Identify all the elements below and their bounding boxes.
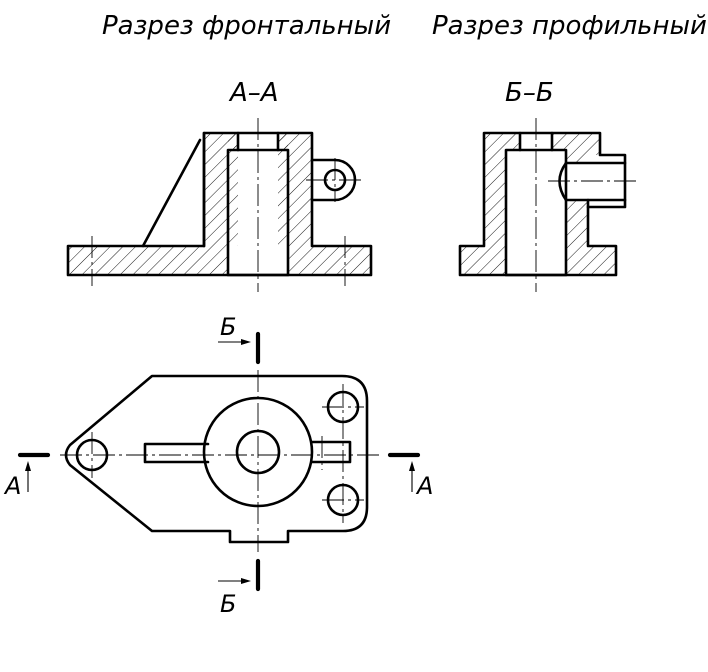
cutting-plane-b: Б Б <box>218 313 261 618</box>
cut-label-b-top: Б <box>220 313 236 341</box>
profile-outline <box>458 131 627 277</box>
profile-side-hole <box>564 161 627 202</box>
plan-outline <box>64 374 369 544</box>
profile-section-hatching <box>460 133 616 275</box>
profile-section-view <box>458 118 640 292</box>
frontal-rib <box>141 138 202 248</box>
cut-label-b-bottom: Б <box>220 590 236 618</box>
frontal-section-view <box>66 118 373 292</box>
cutting-plane-a: А А <box>3 452 433 500</box>
cut-label-a-right: А <box>415 472 433 500</box>
plan-view <box>60 370 380 552</box>
plan-rib <box>143 442 210 464</box>
plan-lug <box>310 440 352 464</box>
title-profile-section: Разрез профильный <box>432 11 707 41</box>
frontal-section-hatching <box>68 133 371 275</box>
section-label-b-b: Б–Б <box>505 78 554 108</box>
cut-label-a-left: А <box>3 472 21 500</box>
title-frontal-section: Разрез фронтальный <box>102 11 391 41</box>
profile-bore <box>504 148 568 277</box>
section-label-a-a: А–А <box>228 78 279 108</box>
frontal-bore <box>226 148 290 277</box>
